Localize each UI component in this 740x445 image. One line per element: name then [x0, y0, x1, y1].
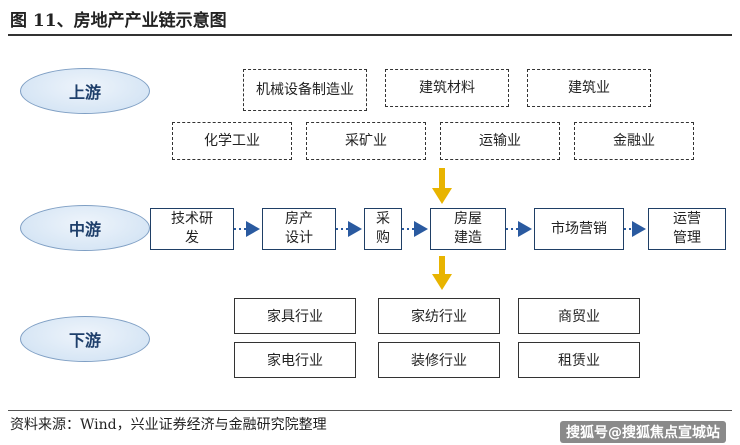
upstream-to-midstream-arrow: [432, 168, 452, 204]
figure-title: 图 11、房地产产业链示意图: [10, 11, 227, 31]
downstream-box-trade: 商贸业: [518, 298, 640, 334]
mid-step-rnd: 技术研发: [150, 208, 234, 250]
watermark-badge: 搜狐号@搜狐焦点宣城站: [560, 421, 726, 443]
upstream-box-mining: 采矿业: [306, 122, 426, 160]
downstream-box-furniture: 家具行业: [234, 298, 356, 334]
stage-downstream: 下游: [20, 316, 150, 362]
mid-step-marketing: 市场营销: [534, 208, 624, 250]
downstream-box-leasing: 租赁业: [518, 342, 640, 378]
mid-step-procurement: 采购: [364, 208, 402, 250]
upstream-box-chemical: 化学工业: [172, 122, 292, 160]
stage-upstream: 上游: [20, 68, 150, 114]
upstream-box-finance: 金融业: [574, 122, 694, 160]
downstream-box-decoration: 装修行业: [378, 342, 500, 378]
mid-step-design: 房产设计: [262, 208, 336, 250]
mid-step-building: 房屋建造: [430, 208, 506, 250]
upstream-box-construction: 建筑业: [527, 69, 651, 107]
mid-step-operations: 运营管理: [648, 208, 726, 250]
midstream-to-downstream-arrow: [432, 256, 452, 290]
bottom-rule: [8, 410, 732, 411]
downstream-box-textiles: 家纺行业: [378, 298, 500, 334]
upstream-box-transport: 运输业: [440, 122, 560, 160]
downstream-box-appliances: 家电行业: [234, 342, 356, 378]
upstream-box-building-materials: 建筑材料: [385, 69, 509, 107]
stage-midstream: 中游: [20, 205, 150, 251]
source-note: 资料来源：Wind，兴业证券经济与金融研究院整理: [10, 417, 327, 433]
top-rule: [8, 34, 732, 36]
upstream-box-machinery: 机械设备制造业: [243, 69, 367, 111]
